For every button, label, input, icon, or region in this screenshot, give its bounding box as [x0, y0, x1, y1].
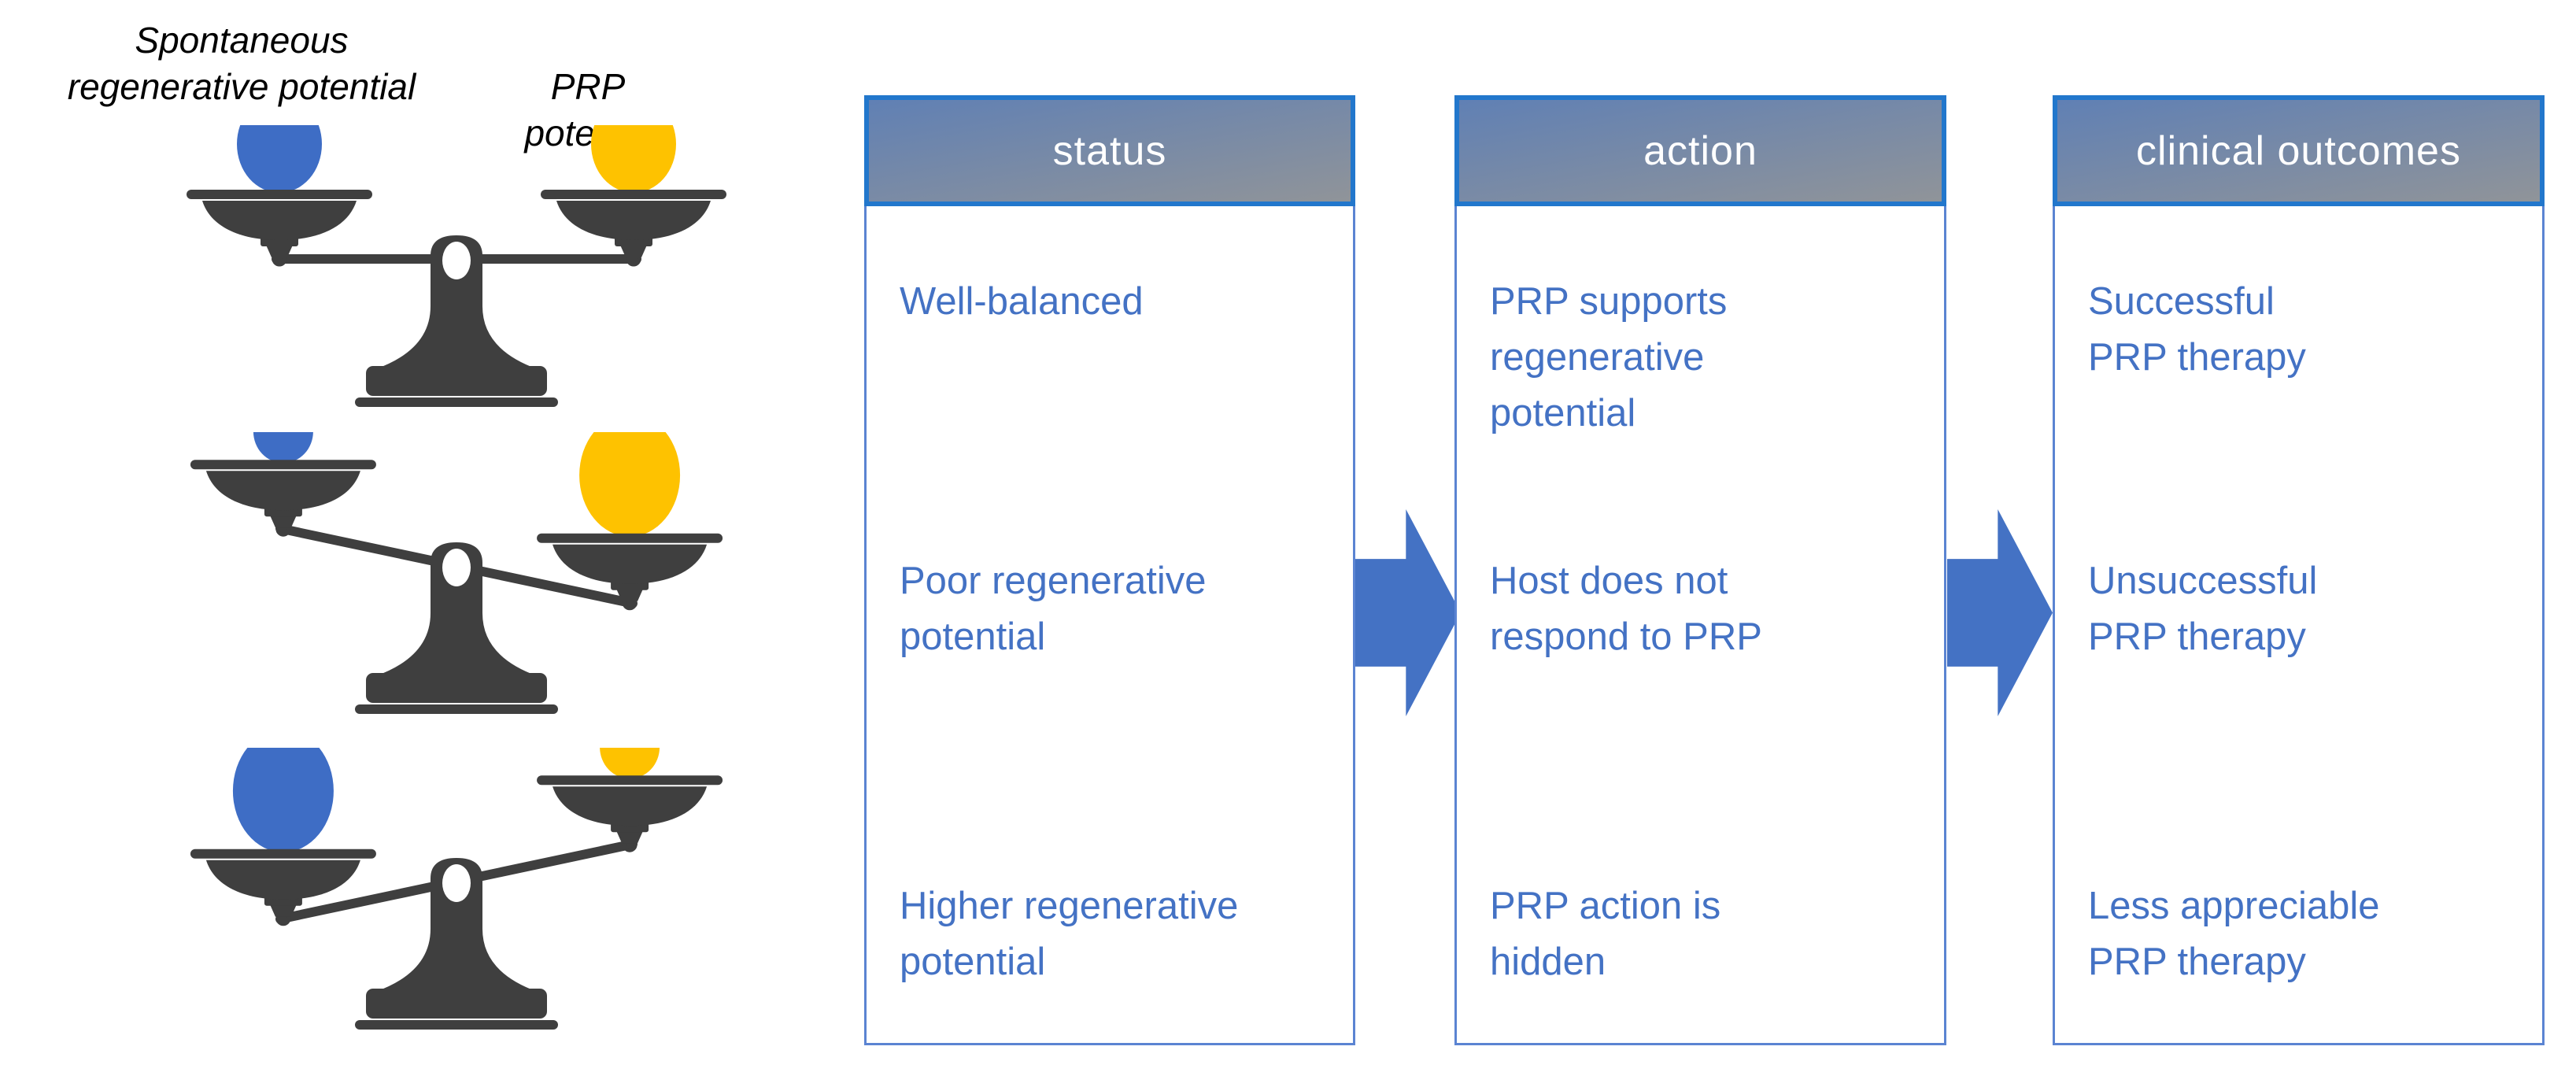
- status-row-well-balanced: Well-balanced: [900, 280, 1144, 323]
- right-arrow-icon-status-to-action: [1355, 509, 1461, 716]
- action-row-prp-hidden: PRP action is hidden: [1490, 885, 1721, 983]
- outcomes-row-unsuccessful: Unsuccessful PRP therapy: [2088, 560, 2318, 658]
- balance-scale-right-heavy-icon: [161, 432, 752, 715]
- action-column: action PRP supports regenerative potenti…: [1454, 95, 1946, 1045]
- action-row-host-no-respond: Host does not respond to PRP: [1490, 560, 1762, 658]
- right-arrow-icon-action-to-outcomes: [1947, 509, 2053, 716]
- action-header-label: action: [1643, 128, 1757, 174]
- action-row-prp-supports: PRP supports regenerative potential: [1490, 280, 1728, 434]
- status-column: status Well-balanced Poor regenerative p…: [864, 95, 1355, 1045]
- action-column-header: action: [1454, 95, 1946, 206]
- status-row-poor-regenerative: Poor regenerative potential: [900, 560, 1207, 658]
- outcomes-row-successful: Successful PRP therapy: [2088, 280, 2306, 379]
- outcomes-row-less-appreciable: Less appreciable PRP therapy: [2088, 885, 2380, 983]
- balance-scale-left-heavy-icon: [161, 748, 752, 1031]
- clinical-outcomes-header-label: clinical outcomes: [2136, 128, 2461, 174]
- clinical-outcomes-column: clinical outcomes Successful PRP therapy…: [2053, 95, 2545, 1045]
- balance-scale-balanced-icon: [161, 125, 752, 409]
- clinical-outcomes-column-header: clinical outcomes: [2053, 95, 2545, 206]
- status-row-higher-regenerative: Higher regenerative potential: [900, 885, 1239, 983]
- status-header-label: status: [1052, 128, 1167, 174]
- spontaneous-regenerative-potential-label: Spontaneous regenerative potential: [67, 20, 416, 107]
- status-column-header: status: [864, 95, 1355, 206]
